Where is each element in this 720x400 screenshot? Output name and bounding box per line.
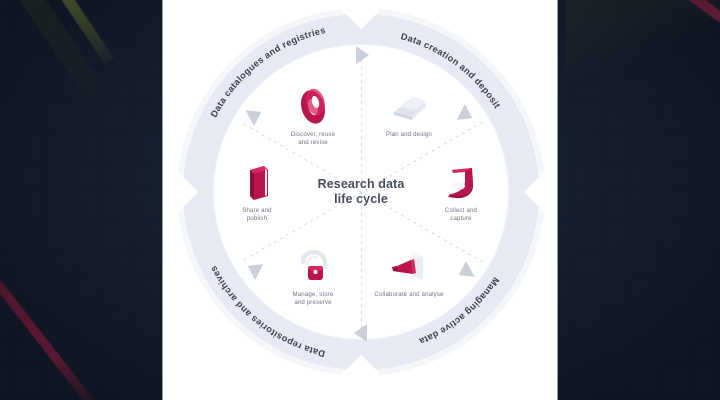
research-data-life-cycle-wheel: Data creation and deposit Managing activ… (163, 0, 557, 398)
segment-label-line-1: Collect and (444, 207, 478, 214)
centre-title-line-1: Research data (317, 176, 405, 191)
segment-manage-store-and-preserve[interactable]: Manage, store and preserve (265, 246, 361, 307)
segment-plan-and-design[interactable]: Plan and design (361, 86, 457, 139)
megaphone-icon (361, 246, 457, 288)
segment-label: Manage, store and preserve (265, 291, 361, 307)
segment-label-line-1: Share and (242, 207, 272, 214)
segment-label-line-1: Discover, reuse (290, 131, 336, 138)
segment-label: Share and publish (209, 207, 305, 223)
slide-panel: Data creation and deposit Managing activ… (163, 0, 557, 400)
segment-label-line-2: and revise (298, 139, 328, 147)
segment-label: Collaborate and analyse (361, 291, 457, 299)
segment-label: Discover, reuse and revise (265, 131, 361, 147)
segment-label: Collect and capture (413, 207, 509, 223)
book-icon (209, 162, 305, 204)
padlock-icon (265, 246, 361, 288)
notebook-icon (361, 86, 457, 128)
flow-arrow-bottom-icon (354, 324, 367, 342)
flow-arrow-top-icon (356, 46, 369, 64)
scoop-icon (413, 162, 509, 204)
centre-title: Research data life cycle (291, 177, 431, 208)
segment-label-line-1: Collaborate and analyse (374, 291, 444, 298)
segment-label-line-1: Manage, store (292, 291, 334, 298)
segment-discover-reuse-and-revise[interactable]: Discover, reuse and revise (265, 86, 361, 147)
segment-collect-and-capture[interactable]: Collect and capture (413, 162, 509, 223)
segment-label-line-2: and preserve (294, 299, 332, 307)
segment-label-line-1: Plan and design (386, 131, 432, 138)
segment-share-and-publish[interactable]: Share and publish (209, 162, 305, 223)
centre-title-line-2: life cycle (334, 192, 388, 206)
segment-collaborate-and-analyse[interactable]: Collaborate and analyse (361, 246, 457, 299)
torus-ring-icon (265, 86, 361, 128)
segment-label-line-2: publish (246, 215, 268, 223)
segment-label-line-2: capture (450, 215, 472, 223)
segment-label: Plan and design (361, 131, 457, 139)
